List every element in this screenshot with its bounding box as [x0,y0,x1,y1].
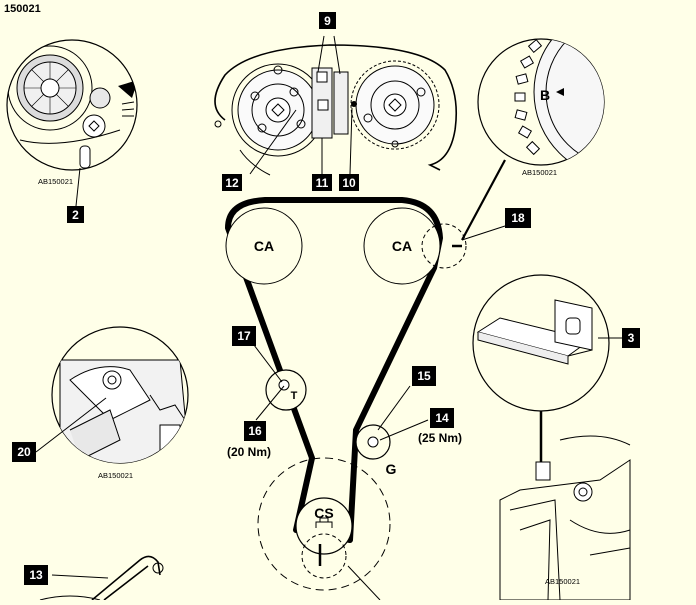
page-code: 150021 [4,3,41,15]
mark-b: B [540,87,550,103]
camshaft-pulley-right: CA [363,207,441,285]
pulley-label-cs: CS [314,505,333,521]
callout-2: 2 [72,208,79,222]
callout-13: 13 [29,568,43,582]
inset-left-detail: AB150021 20 [12,326,189,480]
callout-14: 14 [435,411,449,425]
callout-12: 12 [225,176,239,190]
belt-alignment-mark [421,223,506,269]
inset-code-left: AB150021 [98,471,133,480]
inset-code-right: AB150021 [545,577,580,586]
crankshaft-pulley: CS [257,457,391,601]
inset-top-left-detail: AB150021 2 [6,39,138,223]
torque-14: (25 Nm) [418,431,462,445]
pulley-label-t: T [291,390,298,402]
tensioner-pulley: T [265,369,307,411]
camshaft-detail: 9 12 11 10 [214,12,458,191]
inset-right-detail: 3 AB150021 [472,274,640,601]
callout-11: 11 [316,176,329,190]
pulley-label-ca-right: CA [392,238,412,254]
inset-top-right-detail: B AB150021 [461,38,605,241]
callout-9: 9 [324,14,331,28]
camshaft-pulley-left: CA [225,207,303,285]
callout-16: 16 [248,424,262,438]
callout-17: 17 [237,329,251,343]
timing-belt [225,197,443,543]
callout-15: 15 [417,369,431,383]
torque-16: (20 Nm) [227,445,271,459]
callout-box-2 [67,206,84,223]
pulley-label-ca-left: CA [254,238,274,254]
callout-20: 20 [17,445,31,459]
callout-10: 10 [342,176,356,190]
idler-pulley: G [355,424,397,477]
callout-3: 3 [628,331,635,345]
inset-code-top-left: AB150021 [38,177,73,186]
callout-18: 18 [511,211,525,225]
pulley-label-g: G [386,461,397,477]
inset-code-top-right: AB150021 [522,168,557,177]
bottom-left-tool: 13 [24,555,164,601]
